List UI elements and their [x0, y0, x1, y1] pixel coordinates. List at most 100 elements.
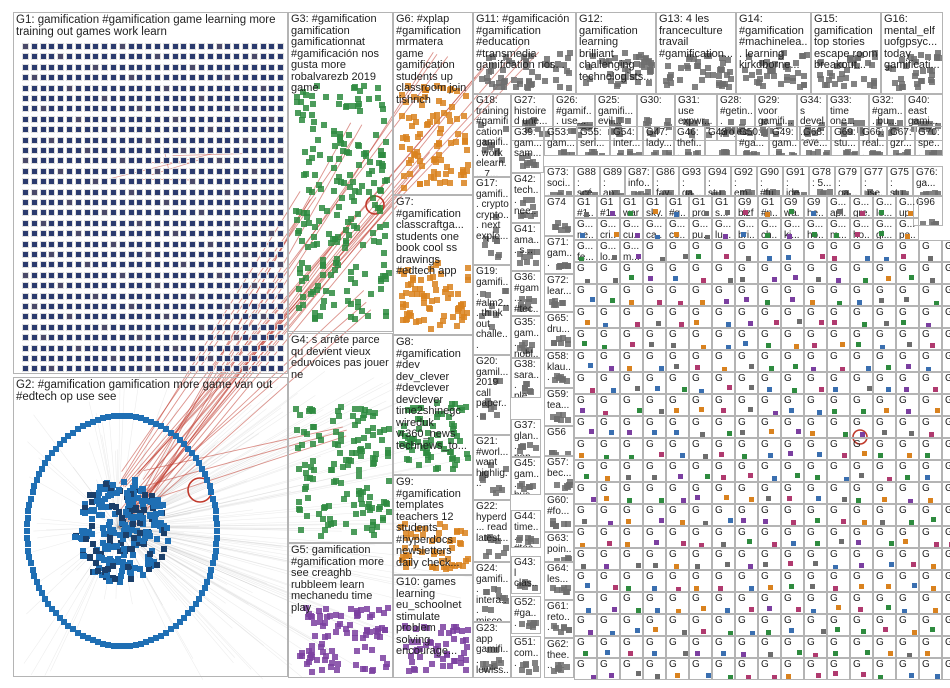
node-avatar [224, 63, 232, 71]
small-group-label: G [784, 395, 792, 406]
small-group-cell: G [597, 548, 620, 570]
small-group-cell: G [643, 372, 666, 394]
node-avatar [39, 323, 47, 331]
node-avatar [171, 209, 179, 217]
small-group-cell: G [574, 504, 597, 526]
small-group-cell: G [827, 438, 850, 460]
node-avatar [310, 423, 317, 430]
node-avatar [699, 300, 705, 305]
node-avatar [66, 115, 73, 123]
small-group-label: G [669, 439, 677, 450]
node-avatar [277, 43, 285, 50]
node-avatar [277, 84, 285, 92]
node-avatar [157, 510, 164, 517]
node-avatar [104, 572, 111, 579]
node-avatar [627, 210, 633, 216]
small-group-cell: G [574, 460, 597, 482]
node-avatar [136, 271, 144, 279]
group-label: G91: ide... [786, 167, 805, 196]
node-avatar [315, 432, 322, 439]
node-avatar [370, 425, 377, 432]
node-avatar [526, 668, 533, 675]
small-group-cell: G [620, 394, 643, 416]
small-group-cell: G [712, 570, 735, 592]
node-avatar [337, 130, 344, 137]
node-avatar [490, 53, 497, 60]
node-avatar [878, 674, 884, 679]
node-avatar [528, 249, 535, 256]
small-group-label: G [669, 307, 677, 318]
node-avatar [110, 157, 117, 165]
node-avatar [151, 503, 158, 510]
group-node-cluster [770, 127, 799, 155]
node-avatar [449, 561, 456, 568]
group-node-cluster [676, 95, 716, 140]
node-avatar [215, 188, 223, 196]
node-avatar [39, 43, 47, 50]
node-avatar [293, 216, 300, 223]
node-avatar [353, 607, 360, 614]
node-avatar [528, 342, 535, 349]
node-avatar [300, 301, 307, 308]
node-avatar [363, 627, 370, 634]
node-avatar [295, 208, 302, 215]
node-avatar [250, 43, 258, 50]
group-g89: G89: ap... [600, 166, 625, 196]
node-avatar [460, 649, 467, 656]
node-avatar [277, 303, 285, 310]
small-group-label: G [669, 241, 677, 252]
node-avatar [101, 334, 109, 342]
node-avatar [39, 344, 47, 352]
node-avatar [563, 588, 570, 595]
node-avatar [413, 118, 420, 125]
node-avatar [766, 495, 772, 501]
node-avatar [503, 466, 510, 473]
node-avatar [195, 460, 202, 467]
node-avatar [204, 578, 211, 585]
group-g6: G6: #xplap #gamification mrmatera game g… [393, 12, 473, 195]
node-avatar [125, 500, 132, 507]
group-label: G15: gamification top stories escape roo… [814, 13, 878, 71]
small-group-cell: G [827, 658, 850, 680]
node-avatar [331, 164, 338, 171]
node-avatar [398, 143, 405, 150]
small-group-cell: G... gre... [850, 196, 873, 218]
small-group-label: G [669, 373, 677, 384]
node-avatar [385, 477, 392, 484]
node-avatar [22, 209, 29, 217]
node-avatar [101, 365, 109, 373]
node-avatar [405, 435, 412, 442]
node-avatar [136, 178, 144, 186]
node-avatar [206, 147, 214, 154]
node-avatar [316, 217, 323, 224]
node-avatar [145, 209, 153, 217]
node-avatar [887, 118, 894, 125]
node-avatar [766, 605, 772, 611]
node-avatar [92, 84, 100, 92]
node-avatar [526, 442, 533, 449]
node-avatar [771, 542, 777, 547]
node-avatar [153, 420, 160, 427]
node-avatar [277, 251, 285, 258]
node-avatar [136, 219, 144, 227]
node-avatar [605, 57, 612, 64]
node-avatar [233, 84, 241, 92]
small-group-cell: G [758, 438, 781, 460]
node-avatar [259, 178, 267, 186]
node-avatar [57, 261, 65, 269]
node-avatar [673, 231, 679, 237]
node-avatar [277, 136, 285, 144]
node-avatar [497, 378, 504, 385]
small-group-cell: G [666, 262, 689, 284]
node-avatar [580, 233, 586, 239]
node-avatar [83, 251, 91, 258]
node-avatar [92, 323, 100, 331]
node-avatar [268, 84, 276, 92]
node-avatar [357, 607, 364, 614]
node-avatar [339, 194, 346, 201]
node-avatar [355, 189, 362, 196]
node-avatar [462, 637, 469, 644]
node-avatar [101, 530, 107, 537]
node-avatar [906, 408, 912, 414]
node-avatar [401, 432, 408, 439]
